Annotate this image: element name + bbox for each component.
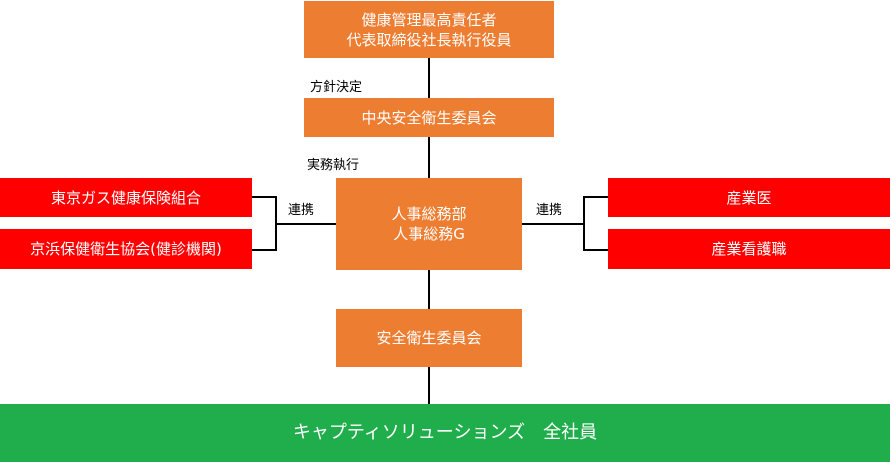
left-bracket-bottom (252, 249, 277, 251)
occupational-physician-label: 産業医 (726, 188, 772, 207)
right-link-horizontal (522, 223, 584, 225)
left-bracket-vertical (275, 196, 277, 250)
all-employees-label: キャプティソリューションズ 全社員 (292, 422, 598, 443)
right-bracket-bottom (583, 249, 608, 251)
ceo-title: 健康管理最高責任者 (361, 10, 497, 29)
ceo-role: 代表取締役社長執行役員 (346, 30, 512, 49)
safety-committee-label: 安全衛生委員会 (376, 329, 482, 347)
health-insurance-box: 東京ガス健康保険組合 (0, 178, 252, 217)
ceo-box: 健康管理最高責任者 代表取締役社長執行役員 (304, 1, 554, 58)
checkup-institution-label: 京浜保健衛生協会(健診機関) (30, 240, 222, 258)
hr-box: 人事総務部 人事総務G (336, 178, 522, 270)
safety-committee-box: 安全衛生委員会 (336, 309, 522, 367)
occupational-physician-box: 産業医 (608, 178, 890, 217)
checkup-institution-box: 京浜保健衛生協会(健診機関) (0, 229, 252, 269)
right-bracket-vertical (583, 196, 585, 250)
policy-label: 方針決定 (310, 80, 363, 95)
central-committee-box: 中央安全衛生委員会 (304, 98, 554, 137)
occupational-nurse-box: 産業看護職 (608, 229, 890, 269)
coop-left-label: 連携 (288, 203, 315, 218)
right-bracket-top (583, 196, 608, 198)
hr-group: 人事総務G (393, 225, 465, 243)
hr-dept: 人事総務部 (391, 205, 467, 223)
coop-right-label: 連携 (536, 203, 563, 218)
all-employees-bar: キャプティソリューションズ 全社員 (0, 404, 890, 462)
central-committee-label: 中央安全衛生委員会 (361, 108, 497, 127)
left-bracket-top (252, 196, 277, 198)
occupational-nurse-label: 産業看護職 (711, 240, 787, 258)
left-link-horizontal (276, 223, 336, 225)
execution-label: 実務執行 (307, 158, 360, 173)
health-insurance-label: 東京ガス健康保険組合 (50, 188, 201, 207)
